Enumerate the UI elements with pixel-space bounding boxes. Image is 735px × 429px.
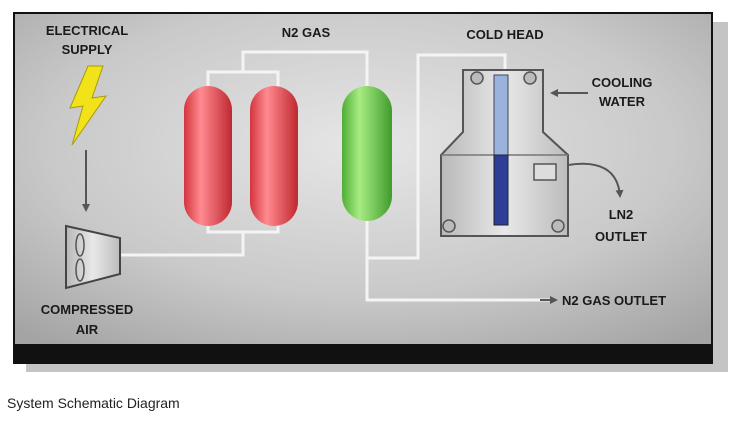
label-electrical-supply-line2: SUPPLY [62,42,113,57]
air-compressor-icon [65,224,121,290]
system-schematic-diagram: ELECTRICAL SUPPLY N2 GAS COLD HEAD COOLI… [13,12,728,372]
label-ln2-outlet-line1: LN2 [609,207,634,222]
pipe-green-bottom-branch [365,218,550,302]
label-n2-gas-outlet: N2 GAS OUTLET [562,293,666,308]
pipe-to-cold-head [367,53,507,260]
label-compressed-air-line2: AIR [76,322,99,337]
pipe-tanks-bottom [206,222,280,234]
figure-caption: System Schematic Diagram [7,395,180,411]
red-tank-left [184,86,232,226]
arrow-ln2-outlet [567,162,624,198]
level-gauge-upper [493,74,509,156]
cold-head-unit [440,69,569,237]
green-tank [342,86,392,221]
pipe-air-to-tanks [120,232,245,257]
cold-head-window [533,163,557,181]
label-electrical-supply-line1: ELECTRICAL [46,23,128,38]
label-compressed-air-line1: COMPRESSED [41,302,133,317]
label-n2-gas: N2 GAS [282,25,331,40]
label-ln2-outlet-line2: OUTLET [595,229,647,244]
label-cold-head: COLD HEAD [466,27,543,42]
pipes [120,50,550,302]
label-cooling-water-line2: WATER [599,94,646,109]
lightning-bolt-icon [69,65,108,146]
label-cooling-water-line1: COOLING [592,75,653,90]
red-tank-right [250,86,298,226]
pipe-n2-gas-top [241,50,369,90]
level-gauge-lower [493,154,509,226]
